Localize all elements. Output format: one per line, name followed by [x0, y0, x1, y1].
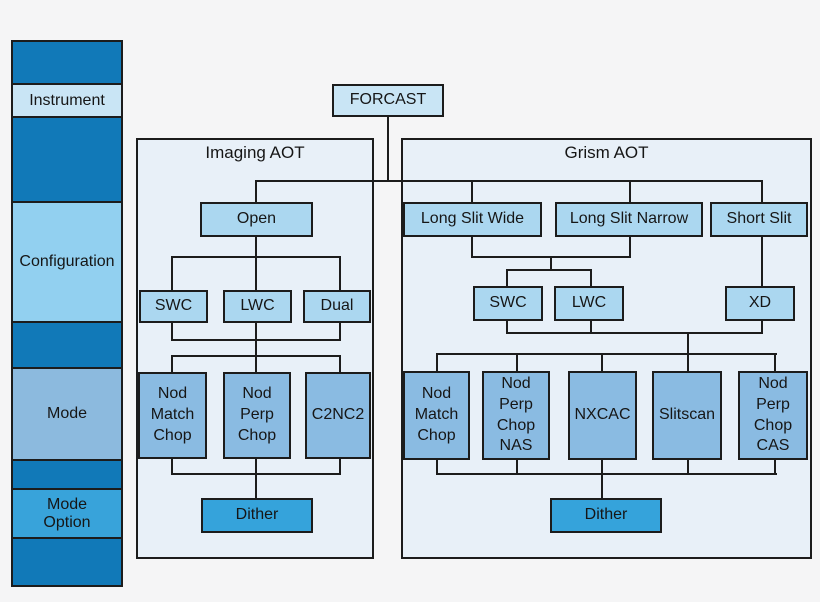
node-forcast: FORCAST	[332, 84, 444, 117]
connector-line	[436, 353, 438, 371]
connector-line	[436, 460, 438, 475]
node-imaging-swc: SWC	[139, 290, 208, 323]
connector-line	[171, 355, 173, 372]
sidebar-block-dark-2	[11, 116, 123, 203]
mode-label: Mode	[46, 405, 88, 422]
node-imaging-dither: Dither	[201, 498, 313, 533]
node-imaging-lwc: LWC	[223, 290, 292, 323]
node-grism-lwc: LWC	[554, 286, 624, 321]
connector-line	[255, 459, 257, 498]
sidebar-block-dark-1	[11, 40, 123, 85]
connector-line	[601, 353, 603, 371]
connector-line	[516, 460, 518, 475]
node-imaging-nod-perp-chop: Nod Perp Chop	[223, 372, 291, 459]
sidebar-label-instrument: Instrument	[11, 83, 123, 118]
node-imaging-c2nc2: C2NC2	[305, 372, 371, 459]
connector-line	[387, 117, 389, 181]
connector-line	[761, 321, 763, 334]
connector-line	[171, 355, 341, 357]
connector-line	[590, 321, 592, 334]
connector-line	[506, 269, 508, 286]
connector-line	[255, 323, 257, 372]
node-imaging-nod-match-chop: Nod Match Chop	[138, 372, 207, 459]
imaging-aot-title: Imaging AOT	[205, 143, 305, 162]
sidebar-label-mode: Mode	[11, 367, 123, 461]
node-grism-swc: SWC	[473, 286, 543, 321]
connector-line	[687, 353, 689, 371]
connector-line	[255, 180, 257, 202]
node-grism-short-slit: Short Slit	[710, 202, 808, 237]
connector-line	[339, 355, 341, 372]
node-grism-long-slit-narrow: Long Slit Narrow	[555, 202, 703, 237]
node-grism-nod-perp-chop-nas: Nod Perp Chop NAS	[482, 371, 550, 460]
connector-line	[255, 180, 763, 182]
connector-line	[171, 323, 173, 341]
connector-line	[550, 256, 552, 271]
node-grism-nxcac: NXCAC	[568, 371, 637, 460]
connector-line	[471, 237, 473, 258]
node-grism-nod-match-chop: Nod Match Chop	[403, 371, 470, 460]
node-imaging-dual: Dual	[303, 290, 371, 323]
node-grism-xd: XD	[725, 286, 795, 321]
connector-line	[471, 180, 473, 202]
mode-option-label: Mode Option	[43, 495, 91, 531]
instrument-label: Instrument	[29, 91, 105, 109]
connector-line	[761, 237, 763, 286]
connector-line	[601, 460, 603, 498]
connector-line	[687, 332, 689, 355]
connector-line	[339, 256, 341, 290]
connector-line	[436, 353, 777, 355]
sidebar-block-dark-3	[11, 321, 123, 369]
node-grism-nod-perp-chop-cas: Nod Perp Chop CAS	[738, 371, 808, 460]
grism-aot-title: Grism AOT	[564, 143, 649, 162]
connector-line	[687, 460, 689, 475]
connector-line	[506, 269, 592, 271]
sidebar-label-configuration: Configuration	[11, 201, 123, 323]
connector-line	[774, 353, 776, 371]
connector-line	[506, 321, 508, 334]
connector-line	[590, 269, 592, 286]
connector-line	[171, 256, 173, 290]
connector-line	[506, 332, 763, 334]
connector-line	[629, 237, 631, 258]
node-grism-long-slit-wide: Long Slit Wide	[403, 202, 542, 237]
connector-line	[339, 323, 341, 341]
connector-line	[629, 180, 631, 202]
connector-line	[436, 473, 777, 475]
connector-line	[255, 237, 257, 290]
connector-line	[761, 180, 763, 202]
sidebar-block-dark-5	[11, 537, 123, 587]
connector-line	[516, 353, 518, 371]
connector-line	[171, 256, 341, 258]
sidebar-label-mode-option: Mode Option	[11, 488, 123, 539]
sidebar-block-dark-4	[11, 459, 123, 490]
connector-line	[774, 460, 776, 475]
node-imaging-open: Open	[200, 202, 313, 237]
connector-line	[171, 459, 173, 475]
configuration-label: Configuration	[19, 253, 115, 270]
node-grism-dither: Dither	[550, 498, 662, 533]
node-grism-slitscan: Slitscan	[652, 371, 722, 460]
connector-line	[339, 459, 341, 475]
